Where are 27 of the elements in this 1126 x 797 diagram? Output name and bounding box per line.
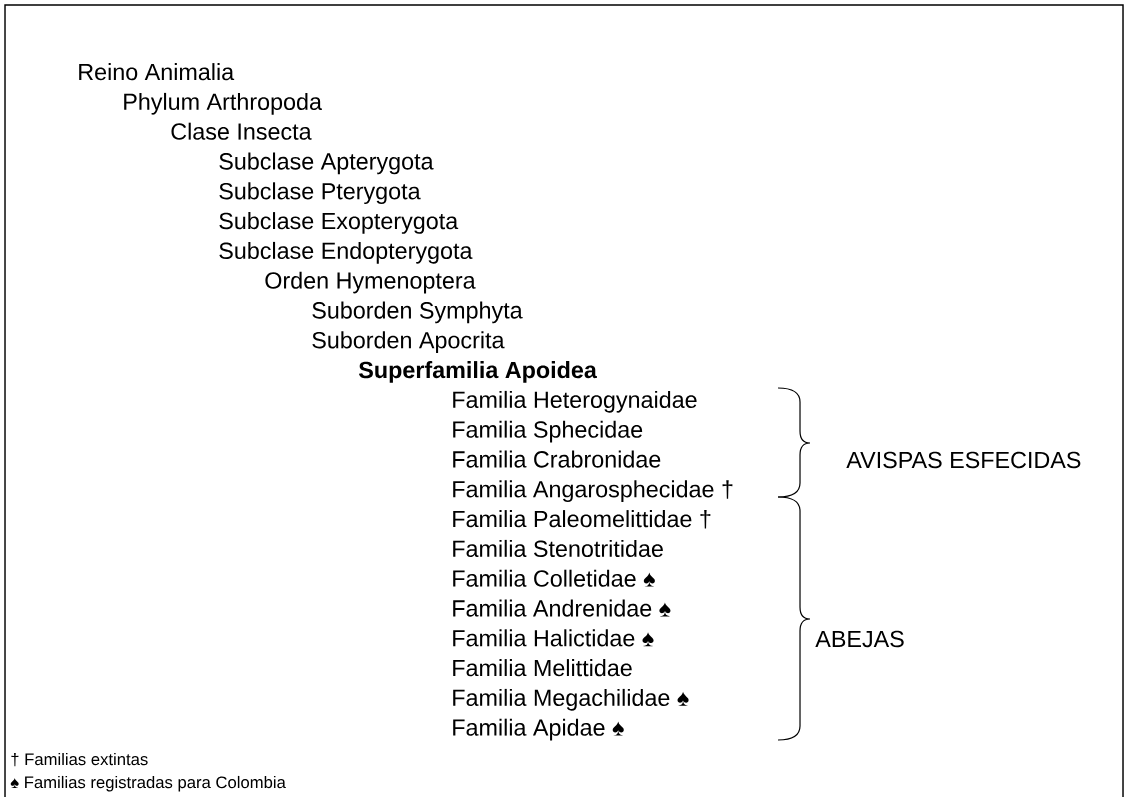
taxon-name: Subclase Apterygota	[219, 152, 434, 175]
taxon-name: Suborden Symphyta	[312, 301, 523, 324]
taxon-name: Reino Animalia	[79, 63, 235, 81]
taxon-name: Familia Melittidae	[453, 659, 632, 677]
group-label: AVISPAS ESFECIDAS	[846, 451, 1081, 469]
taxon-name: Familia Colletidae ♠	[453, 569, 655, 587]
taxon-name: Subclase Pterygota	[219, 182, 421, 205]
taxon-name: Orden Hymenoptera	[265, 271, 476, 294]
footnote: † Familias extintas	[11, 752, 148, 767]
footnote: ♠ Familias registradas para Colombia	[10, 775, 286, 792]
taxon-name: Familia Andrenidae ♠	[453, 599, 671, 617]
taxon-name: Familia Apidae ♠	[453, 718, 624, 741]
taxon-name: Subclase Exopterygota	[219, 212, 459, 234]
taxon-name: Familia Angarosphecidae †	[453, 480, 733, 503]
taxon-name: Familia Paleomelittidae †	[453, 510, 711, 529]
taxon-name: Phylum Arthropoda	[124, 92, 322, 115]
taxon-name: Familia Halictidae ♠	[453, 629, 654, 647]
taxon-name: Familia Megachilidae ♠	[453, 688, 689, 711]
taxon-name: Familia Heterogynaidae	[453, 390, 697, 413]
group-label: ABEJAS	[815, 630, 904, 648]
taxon-name: Familia Stenotritidae	[453, 539, 663, 558]
taxon-name: Familia Crabronidae	[453, 450, 661, 468]
taxon-name: Superfamilia Apoidea	[358, 361, 597, 383]
taxon-name: Familia Sphecidae	[453, 420, 643, 443]
taxon-name: Clase Insecta	[171, 122, 312, 140]
taxon-name: Subclase Endopterygota	[219, 241, 473, 264]
taxon-name: Suborden Apocrita	[312, 331, 505, 354]
